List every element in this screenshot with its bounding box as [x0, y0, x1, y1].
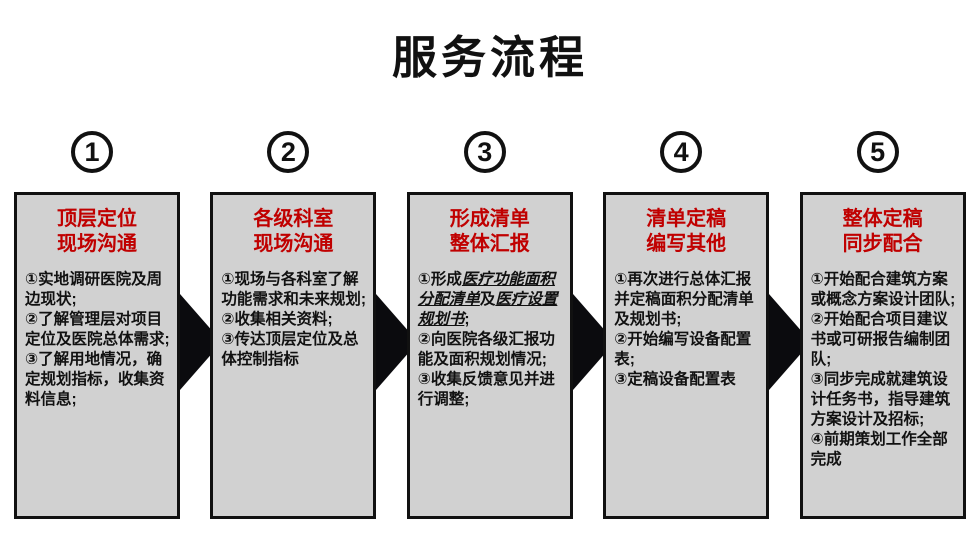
step-body-item: ③了解用地情况，确定规划指标，收集资料信息;: [25, 350, 170, 410]
step-body-item: ③定稿设备配置表: [614, 370, 759, 390]
step-2: 2 各级科室现场沟通 ①现场与各科室了解功能需求和未来规划; ②收集相关资料; ③传…: [210, 131, 377, 519]
step-title: 形成清单整体汇报: [410, 207, 570, 257]
step-body-segment: ;: [464, 311, 470, 328]
step-4: 4 清单定稿编写其他 ①再次进行总体汇报并定稿面积分配清单及规划书;②开始编写设…: [603, 131, 770, 519]
step-body-item: ③同步完成就建筑设计任务书，指导建筑方案设计及招标;: [811, 370, 956, 430]
step-number-badge: 4: [660, 131, 703, 173]
step-title-line: 整体汇报: [449, 233, 530, 255]
step-title: 清单定稿编写其他: [606, 207, 766, 257]
step-body: ①现场与各科室了解功能需求和未来规划; ②收集相关资料; ③传达顶层定位及总体控制指…: [213, 270, 373, 370]
step-number: 4: [673, 136, 689, 167]
step-title-line: 编写其他: [646, 233, 727, 255]
step-title: 顶层定位现场沟通: [17, 207, 177, 257]
step-box: 顶层定位现场沟通 ①实地调研医院及周边现状;②了解管理层对项目定位及医院总体需求…: [14, 192, 180, 519]
step-body-segment: ③传达顶层定位及总体控制指标: [221, 331, 359, 368]
step-title-line: 顶层定位: [57, 208, 137, 230]
step-body-item: ②开始配合项目建议书或可研报告编制团队;: [811, 310, 956, 370]
step-body-item: ④前期策划工作全部完成: [811, 430, 956, 470]
step-title: 整体定稿同步配合: [803, 207, 963, 257]
step-body-segment: ③定稿设备配置表: [614, 371, 736, 388]
step-box: 整体定稿同步配合 ①开始配合建筑方案或概念方案设计团队;②开始配合项目建议书或可…: [799, 192, 966, 519]
step-body-segment: ②开始配合项目建议书或可研报告编制团队;: [810, 311, 951, 368]
step-title-line: 整体定稿: [842, 208, 923, 230]
step-body-segment: ②向医院各级汇报功能及面积规划情况;: [417, 331, 555, 368]
step-body-segment: 及: [479, 291, 496, 308]
step-body-segment: ①再次进行总体汇报并定稿面积分配清单及规划书;: [614, 271, 754, 328]
step-body-item: ①再次进行总体汇报并定稿面积分配清单及规划书;: [614, 270, 759, 330]
step-title-line: 各级科室: [253, 208, 334, 230]
step-body-segment: 医疗设置规划书: [417, 291, 558, 328]
step-body: ①实地调研医院及周边现状;②了解管理层对项目定位及医院总体需求;③了解用地情况，…: [17, 270, 177, 410]
step-body-segment: ③同步完成就建筑设计任务书，指导建筑方案设计及招标;: [810, 371, 951, 428]
step-body-item: ②开始编写设备配置表;: [614, 330, 759, 370]
step-body-segment: ③收集反馈意见并进行调整;: [417, 371, 555, 408]
step-body-item: ③传达顶层定位及总体控制指标: [221, 330, 366, 370]
step-box: 形成清单整体汇报 ①形成医疗功能面积分配清单及医疗设置规划书;②向医院各级汇报功…: [406, 192, 573, 519]
step-title-line: 现场沟通: [253, 233, 334, 255]
step-body-item: ①现场与各科室了解功能需求和未来规划;: [221, 270, 366, 310]
step-body-item: ①开始配合建筑方案或概念方案设计团队;: [811, 270, 956, 310]
step-body-segment: ④前期策划工作全部完成: [810, 431, 948, 468]
step-3: 3 形成清单整体汇报 ①形成医疗功能面积分配清单及医疗设置规划书;②向医院各级汇…: [406, 131, 573, 519]
step-number: 3: [477, 136, 493, 167]
step-number: 5: [870, 136, 886, 167]
step-body-item: ①形成医疗功能面积分配清单及医疗设置规划书;: [418, 270, 563, 330]
step-title-line: 清单定稿: [646, 208, 727, 230]
step-title-line: 同步配合: [842, 233, 923, 255]
step-1: 1 顶层定位现场沟通 ①实地调研医院及周边现状;②了解管理层对项目定位及医院总体…: [14, 131, 180, 519]
step-body-item: ②向医院各级汇报功能及面积规划情况;: [418, 330, 563, 370]
step-number-badge: 5: [856, 131, 899, 173]
step-body-segment: ①实地调研医院及周边现状;: [25, 271, 163, 308]
step-body: ①形成医疗功能面积分配清单及医疗设置规划书;②向医院各级汇报功能及面积规划情况;…: [410, 270, 570, 410]
step-number: 1: [84, 136, 100, 167]
step-number-badge: 1: [71, 131, 113, 173]
step-number: 2: [280, 136, 296, 167]
step-body: ①再次进行总体汇报并定稿面积分配清单及规划书;②开始编写设备配置表; ③定稿设备配…: [606, 270, 766, 390]
step-body-segment: ③了解用地情况，确定规划指标，收集资料信息;: [25, 351, 165, 408]
step-title: 各级科室现场沟通: [213, 207, 373, 257]
step-body-segment: ②收集相关资料;: [221, 311, 333, 328]
step-body-segment: 医疗功能面积分配清单: [417, 271, 555, 308]
step-body-item: ②收集相关资料;: [221, 310, 366, 330]
step-body-segment: ②了解管理层对项目定位及医院总体需求;: [25, 311, 170, 348]
step-5: 5 整体定稿同步配合 ①开始配合建筑方案或概念方案设计团队;②开始配合项目建议书…: [799, 131, 966, 519]
step-body-segment: ①形成: [417, 271, 462, 288]
step-number-badge: 2: [267, 131, 310, 173]
step-box: 各级科室现场沟通 ①现场与各科室了解功能需求和未来规划; ②收集相关资料; ③传达顶…: [210, 192, 377, 519]
step-body: ①开始配合建筑方案或概念方案设计团队;②开始配合项目建议书或可研报告编制团队;③…: [803, 270, 963, 470]
step-body-segment: ①开始配合建筑方案或概念方案设计团队;: [810, 271, 956, 308]
step-box: 清单定稿编写其他 ①再次进行总体汇报并定稿面积分配清单及规划书;②开始编写设备配…: [603, 192, 770, 519]
step-body-item: ③收集反馈意见并进行调整;: [418, 370, 563, 410]
step-title-line: 形成清单: [449, 208, 530, 230]
step-body-item: ①实地调研医院及周边现状;: [25, 270, 170, 310]
step-title-line: 现场沟通: [57, 233, 137, 255]
page-title: 服务流程: [391, 32, 588, 83]
step-number-badge: 3: [463, 131, 506, 173]
step-body-item: ②了解管理层对项目定位及医院总体需求;: [25, 310, 170, 350]
step-body-segment: ②开始编写设备配置表;: [614, 331, 752, 368]
step-body-segment: ①现场与各科室了解功能需求和未来规划;: [221, 271, 367, 308]
